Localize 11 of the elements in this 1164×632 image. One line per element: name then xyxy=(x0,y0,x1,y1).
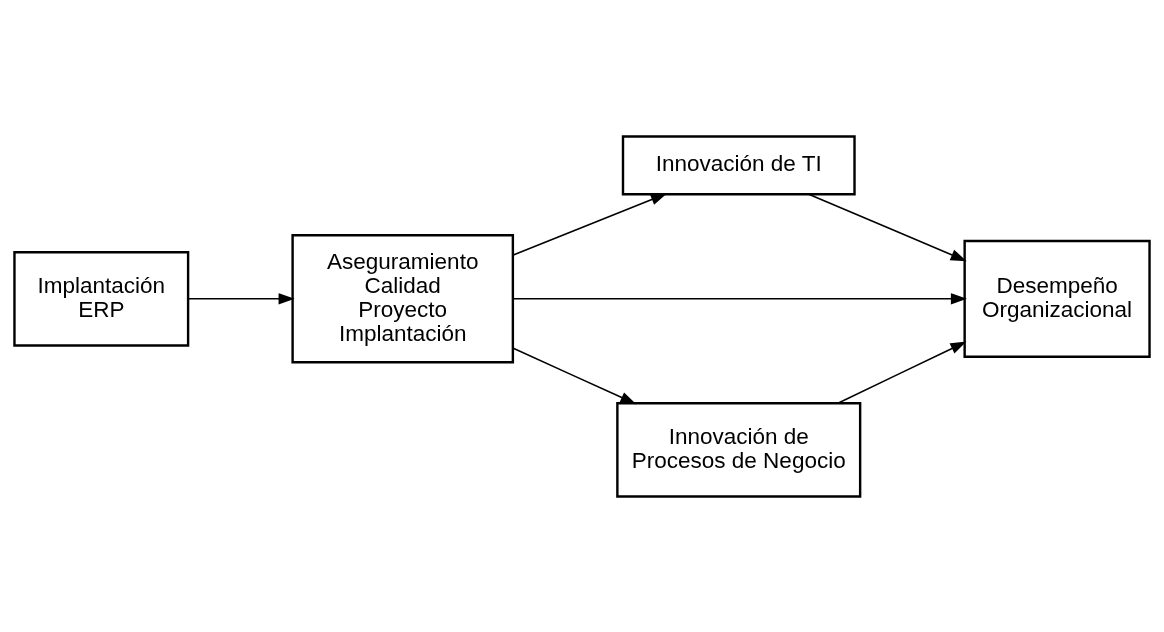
arrow xyxy=(807,193,967,261)
node-box: Aseguramiento Calidad Proyecto Implantación xyxy=(291,233,515,364)
node-box: Desempeño Organizacional xyxy=(963,239,1151,358)
node-box: Innovación de Procesos de Negocio xyxy=(616,401,862,498)
arrow xyxy=(512,347,637,404)
node-box: Implantación ERP xyxy=(13,250,190,347)
arrow xyxy=(837,341,967,404)
node-box: Innovación de TI xyxy=(621,134,856,195)
arrow xyxy=(512,292,967,304)
arrow xyxy=(512,193,667,256)
arrow xyxy=(187,292,295,304)
